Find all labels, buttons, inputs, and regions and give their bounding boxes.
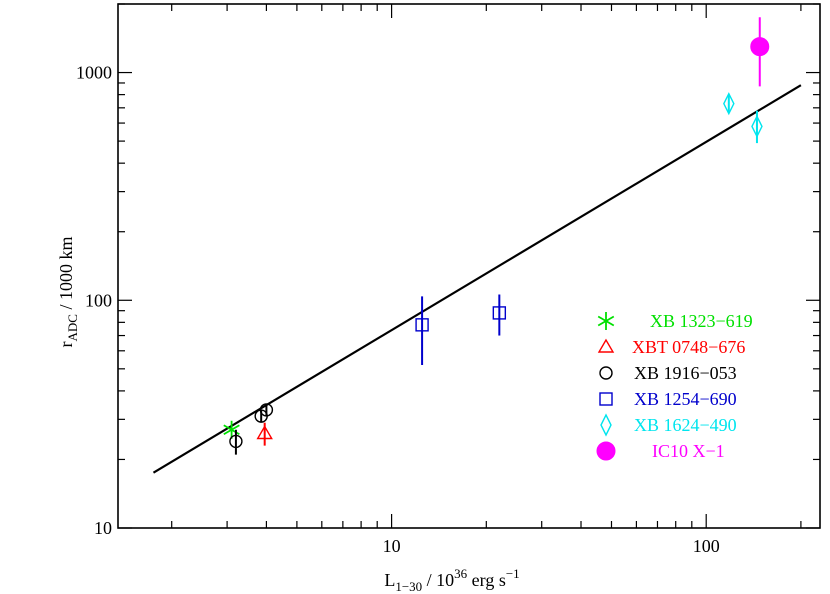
legend-label: XBT 0748−676 [632,337,745,357]
legend-label: XB 1624−490 [634,415,737,435]
y-tick-label: 100 [85,290,112,310]
legend-label: XB 1916−053 [634,363,737,383]
legend-marker [596,441,616,461]
y-tick-label: 1000 [76,63,112,83]
plot-frame [117,3,821,529]
y-axis-title: rADC / 1000 km [56,237,80,348]
x-tick-label: 10 [383,536,401,556]
legend-label: IC10 X−1 [652,441,725,461]
points-layer [223,17,770,455]
data-point [259,403,274,417]
data-point [492,306,507,320]
data-point [256,425,273,440]
asterisk-stroke [597,315,615,327]
plot-frame-rect [117,3,821,529]
data-point [229,434,243,449]
data-point [751,114,763,138]
legend-marker [600,413,612,437]
legend-label: XB 1254−690 [634,389,737,409]
legend-marker [597,312,615,330]
x-tick-label: 100 [693,536,720,556]
ticks-layer: 10 100 10 100 1000 [76,3,820,556]
data-point [723,92,735,116]
legend-marker [599,392,613,406]
x-axis-title: L1−30 / 1036 erg s−1 [384,566,519,594]
legend-marker [597,338,615,353]
legend-label: XB 1323−619 [650,311,753,331]
data-point [415,318,429,332]
y-tick-label: 10 [94,518,112,538]
legend-marker [599,366,613,380]
data-point [750,37,770,57]
